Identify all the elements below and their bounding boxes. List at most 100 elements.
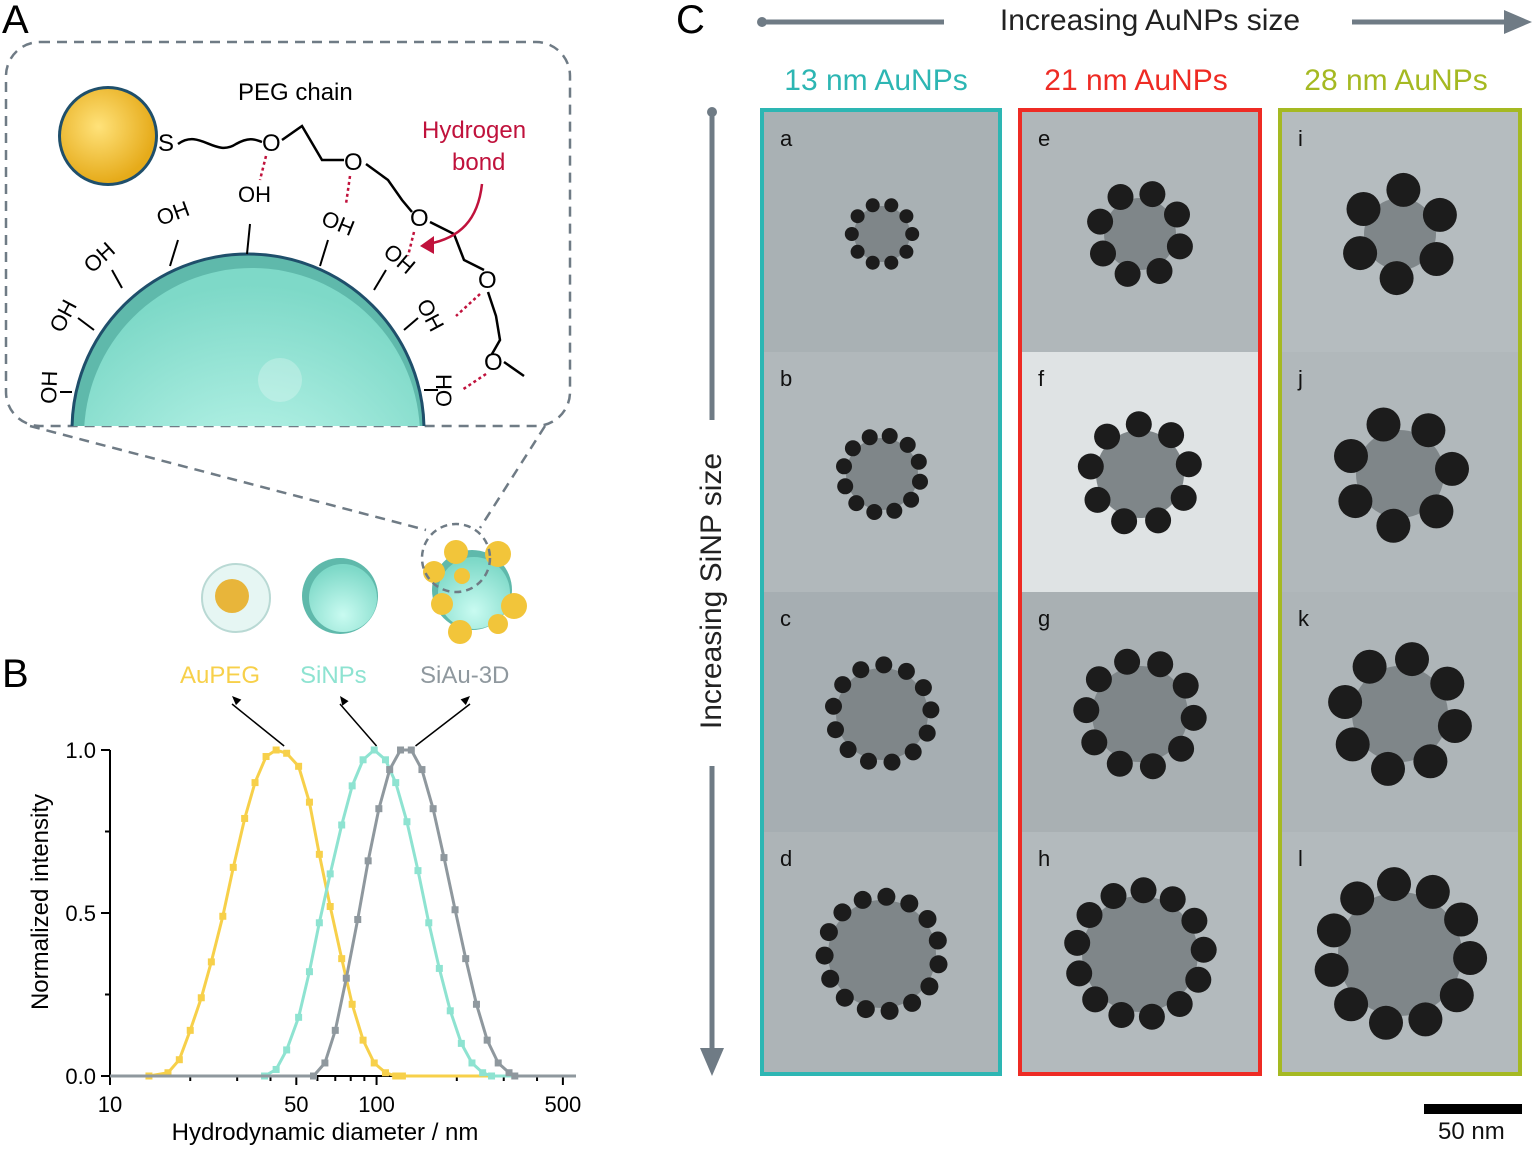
gold-nanoparticle bbox=[1139, 753, 1166, 780]
tem-image-l: l bbox=[1282, 832, 1518, 1072]
silica-core bbox=[846, 438, 918, 510]
gold-nanoparticle bbox=[903, 491, 920, 508]
legend-pointer-head-siau bbox=[460, 696, 470, 706]
data-point-aupeg bbox=[197, 994, 205, 1002]
peg-chain-segment bbox=[365, 162, 413, 213]
tem-tile-label: e bbox=[1038, 126, 1051, 151]
gold-nanoparticle bbox=[865, 255, 880, 270]
gold-nanoparticle bbox=[1415, 874, 1450, 909]
peg-chain-label: PEG chain bbox=[238, 79, 353, 106]
data-point-aupeg bbox=[262, 753, 270, 761]
tem-tile-label: i bbox=[1298, 126, 1303, 151]
legend-pointer-head-sinps bbox=[340, 696, 349, 706]
data-point-siau bbox=[451, 906, 459, 914]
svg-text:OH: OH bbox=[318, 205, 358, 241]
gold-nanoparticle bbox=[852, 661, 870, 679]
x-axis-label: Hydrodynamic diameter / nm bbox=[172, 1119, 479, 1146]
data-point-sinps bbox=[403, 818, 411, 826]
gold-nanoparticle bbox=[899, 209, 914, 224]
data-point-siau bbox=[483, 1036, 491, 1044]
gold-nanoparticle bbox=[1366, 407, 1401, 442]
panel-label-b: B bbox=[2, 652, 29, 696]
gold-nanoparticle bbox=[1087, 208, 1114, 235]
sinp-particle bbox=[302, 558, 378, 634]
gold-nanoparticle bbox=[1064, 929, 1091, 956]
hbond-label-line2: bond bbox=[452, 149, 505, 176]
peg-chain-segment bbox=[281, 124, 344, 162]
data-point-aupeg bbox=[251, 779, 259, 787]
gold-nanoparticle bbox=[1172, 672, 1199, 699]
svg-text:OH: OH bbox=[238, 182, 271, 207]
gold-nanoparticle bbox=[1379, 261, 1414, 296]
peg-chain-end bbox=[503, 360, 525, 378]
zoom-connector-left bbox=[29, 424, 427, 532]
data-point-siau bbox=[354, 916, 362, 924]
data-point-aupeg bbox=[381, 1069, 389, 1077]
tem-image-d: d bbox=[764, 832, 998, 1072]
gold-nanoparticle bbox=[929, 955, 948, 974]
gold-nanoparticle bbox=[1107, 184, 1134, 210]
gold-nanoparticle bbox=[1328, 685, 1363, 719]
gold-nanoparticle bbox=[1371, 751, 1405, 786]
scale-bar-label: 50 nm bbox=[1438, 1118, 1505, 1145]
svg-text:OH: OH bbox=[44, 295, 82, 336]
gold-nanoparticle bbox=[827, 721, 844, 739]
peg-chain-backbone bbox=[177, 137, 263, 150]
gold-nanoparticle bbox=[881, 428, 898, 444]
silica-surface bbox=[70, 252, 426, 426]
tem-tile-label: d bbox=[780, 846, 793, 871]
hbond-arrow bbox=[427, 183, 484, 246]
panel-label-c: C bbox=[676, 0, 705, 42]
down-arrowhead bbox=[700, 1048, 724, 1076]
gold-nanoparticle bbox=[1082, 986, 1109, 1013]
data-point-sinps bbox=[315, 919, 323, 927]
gold-nanoparticle bbox=[904, 743, 922, 761]
gold-nanoparticle bbox=[1147, 651, 1174, 678]
gold-nanoparticle bbox=[58, 86, 158, 186]
tem-image-e: e bbox=[1022, 112, 1258, 352]
peg-oxygen-4: O bbox=[478, 267, 497, 294]
data-point-siau bbox=[331, 1026, 339, 1034]
svg-text:OH: OH bbox=[412, 295, 450, 336]
gold-nanoparticle bbox=[821, 969, 840, 988]
gold-nanoparticle bbox=[1334, 987, 1369, 1022]
gold-nanoparticle bbox=[835, 988, 854, 1007]
data-point-aupeg bbox=[359, 1036, 367, 1044]
series-line-siau bbox=[110, 748, 576, 1078]
data-point-aupeg bbox=[219, 912, 227, 920]
gold-nanoparticle bbox=[1090, 240, 1116, 267]
gold-nanoparticle bbox=[1180, 704, 1207, 731]
data-point-sinps bbox=[488, 1072, 496, 1080]
gold-nanoparticle bbox=[1395, 642, 1429, 677]
gold-nanoparticle bbox=[1338, 484, 1373, 519]
data-point-siau bbox=[364, 857, 372, 865]
gold-nanoparticle bbox=[1185, 966, 1212, 993]
gold-nanoparticle bbox=[914, 679, 932, 697]
series-line-sinps bbox=[110, 748, 576, 1078]
silica-core bbox=[828, 900, 936, 1008]
data-point-sinps bbox=[457, 1039, 465, 1047]
data-point-siau bbox=[375, 805, 383, 813]
gold-nanoparticle bbox=[883, 753, 901, 771]
x-tick-label: 10 bbox=[98, 1092, 122, 1117]
gold-nanoparticle bbox=[884, 255, 899, 270]
hydrogen-bonds bbox=[258, 155, 487, 392]
data-point-siau bbox=[429, 805, 437, 813]
data-point-aupeg bbox=[338, 955, 346, 963]
hbond-arrowhead bbox=[420, 236, 434, 254]
gold-nanoparticle bbox=[910, 453, 927, 470]
tem-image-a: a bbox=[764, 112, 998, 352]
legend-pointer-aupeg bbox=[231, 703, 285, 747]
gold-nanoparticle bbox=[1159, 886, 1186, 913]
gold-nanoparticle bbox=[1314, 952, 1349, 987]
gold-nanoparticle bbox=[1138, 1003, 1165, 1030]
gold-nanoparticle bbox=[833, 903, 852, 922]
gold-nanoparticle bbox=[900, 894, 919, 913]
gold-nanoparticle bbox=[844, 440, 861, 457]
gold-nanoparticle bbox=[1376, 508, 1411, 543]
data-point-sinps bbox=[425, 919, 433, 927]
tem-image-j: j bbox=[1282, 352, 1518, 592]
